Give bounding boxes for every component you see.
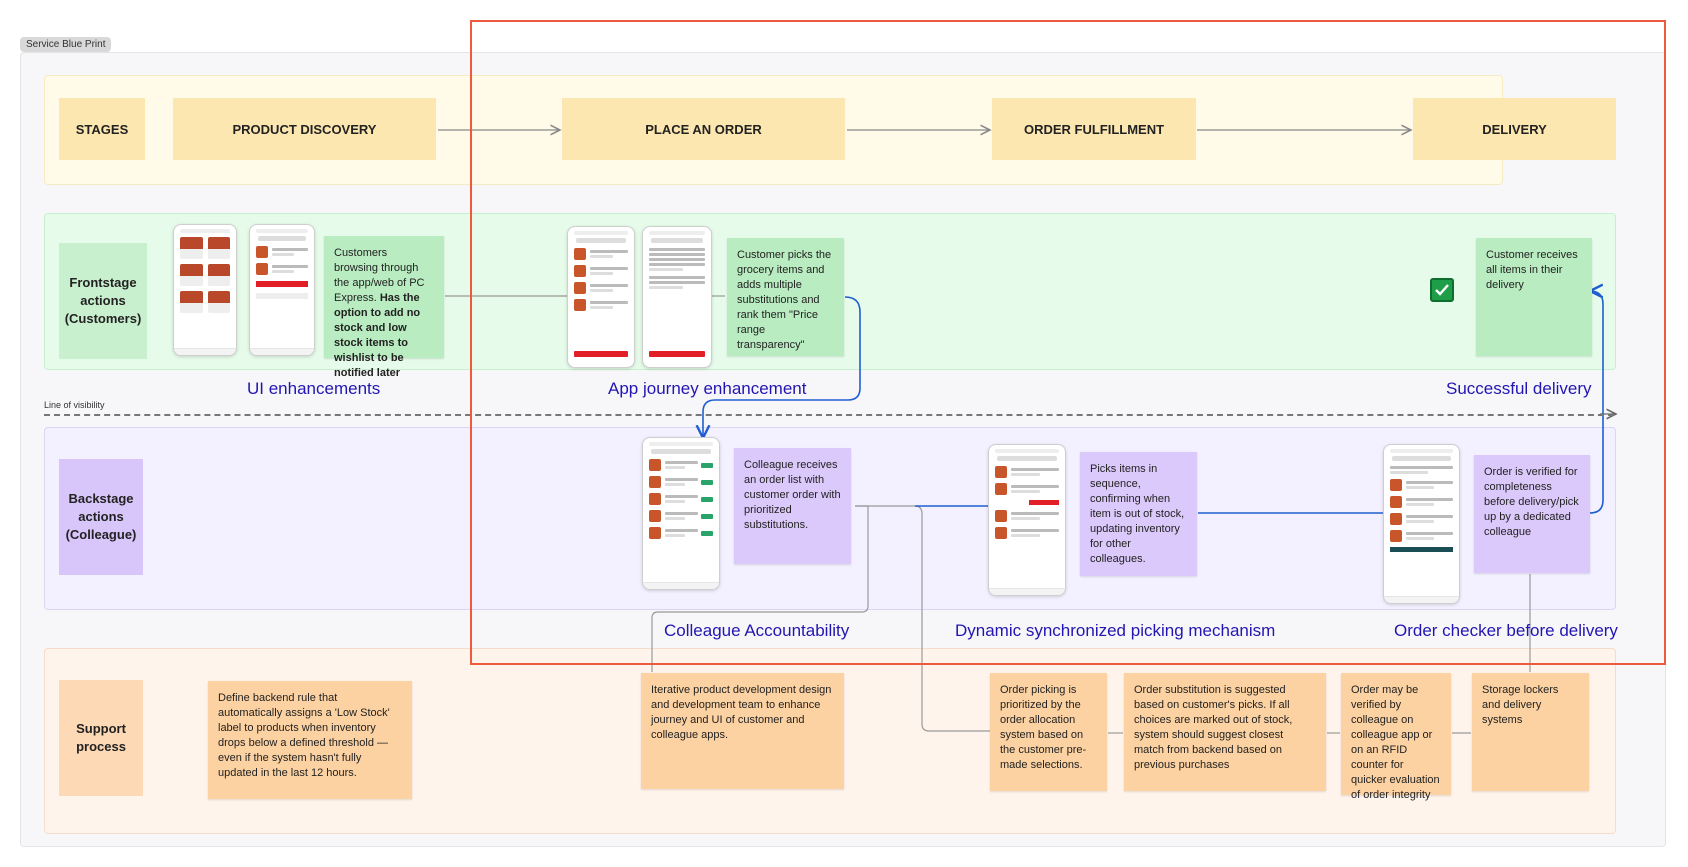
- gray-connector-accountability: [651, 505, 869, 672]
- stage-order-fulfillment: ORDER FULFILLMENT: [992, 98, 1196, 160]
- headline-ui-enhancements: UI enhancements: [247, 379, 381, 398]
- line-of-visibility-label: Line of visibility: [44, 400, 105, 410]
- note-order-picking-prioritized: Order picking is prioritized by the orde…: [990, 673, 1107, 791]
- phone-mockup-order-review: [1383, 444, 1460, 604]
- gray-connector-prioritized: [855, 505, 990, 732]
- note-order-substitution: Order substitution is suggested based on…: [1124, 673, 1326, 791]
- blue-connector-verify-delivery: [1590, 291, 1604, 514]
- frame-tag: Service Blue Print: [20, 37, 112, 52]
- note-iterative-development: Iterative product development design and…: [641, 673, 844, 789]
- phone-mockup-colleague-list: [642, 437, 720, 590]
- note-rfid-verification: Order may be verified by colleague on co…: [1341, 673, 1451, 801]
- note-picks-items: Picks items in sequence, confirming when…: [1080, 452, 1197, 576]
- stage-product-discovery: PRODUCT DISCOVERY: [173, 98, 436, 160]
- note-storage-lockers: Storage lockers and delivery systems: [1472, 673, 1589, 791]
- phone-mockup-summary: [642, 226, 712, 368]
- line-of-visibility: [44, 414, 1614, 416]
- support-row-label: Support process: [59, 680, 143, 796]
- frontstage-row-label: Frontstage actions (Customers): [59, 243, 147, 359]
- stage-label: STAGES: [59, 98, 145, 160]
- headline-order-checker: Order checker before delivery: [1394, 621, 1618, 640]
- headline-dynamic-picking: Dynamic synchronized picking mechanism: [955, 621, 1276, 640]
- phone-mockup-cart: [567, 226, 635, 368]
- phone-mockup-browse: [173, 224, 237, 356]
- note-customer-receives: Customer receives all items in their del…: [1476, 238, 1592, 356]
- note-customer-picks: Customer picks the grocery items and add…: [727, 238, 844, 356]
- note-order-verified: Order is verified for completeness befor…: [1474, 455, 1590, 573]
- note-low-stock-rule: Define backend rule that automatically a…: [208, 681, 412, 799]
- stage-delivery: DELIVERY: [1413, 98, 1616, 160]
- headline-successful-delivery: Successful delivery: [1446, 379, 1592, 398]
- headline-app-journey: App journey enhancement: [608, 379, 807, 398]
- backstage-row-label: Backstage actions (Colleague): [59, 459, 143, 575]
- checkbox-check-icon: [1430, 278, 1454, 302]
- headline-colleague-accountability: Colleague Accountability: [664, 621, 850, 640]
- note-customer-browsing: Customers browsing through the app/web o…: [324, 236, 444, 379]
- phone-mockup-wishlist: [249, 224, 315, 356]
- phone-mockup-picking: [988, 444, 1066, 596]
- stage-place-order: PLACE AN ORDER: [562, 98, 845, 160]
- blue-connector-order: [703, 296, 861, 438]
- note-colleague-receives: Colleague receives an order list with cu…: [734, 448, 851, 564]
